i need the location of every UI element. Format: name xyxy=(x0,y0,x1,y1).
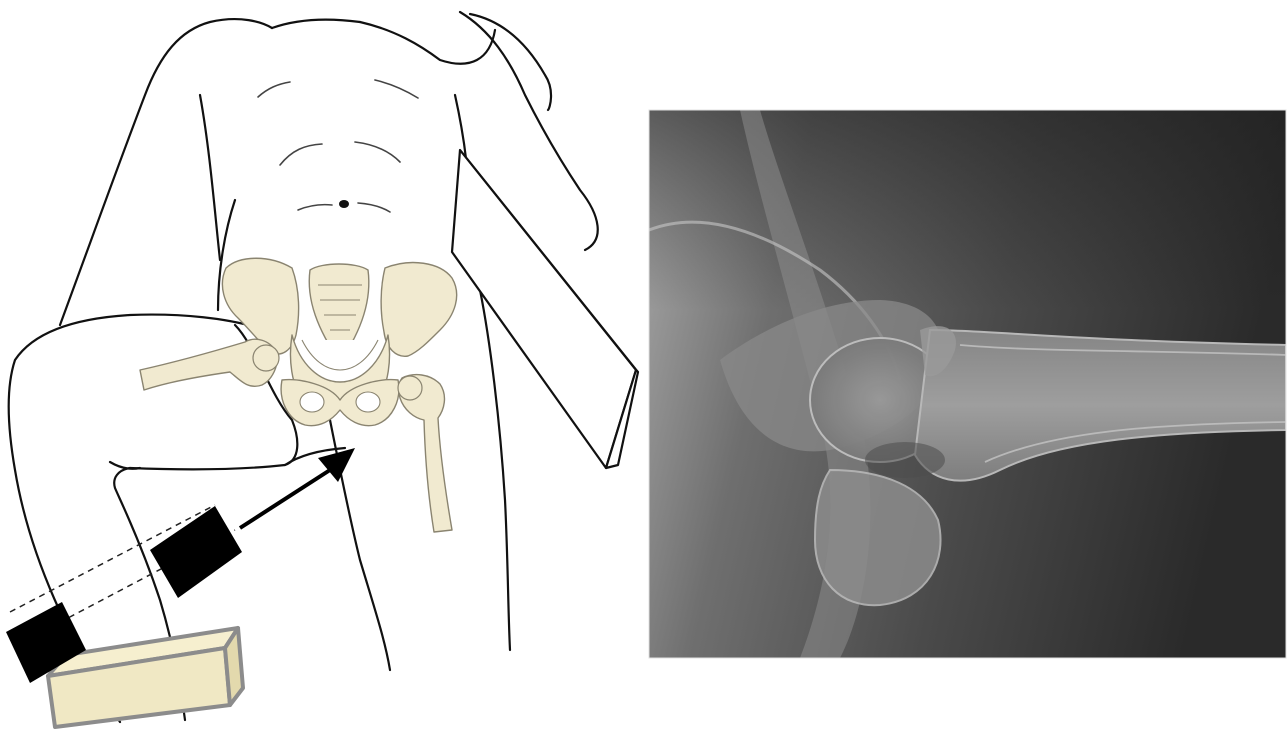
positioning-illustration xyxy=(6,12,638,727)
navel xyxy=(339,200,349,208)
xray-tube-far-end xyxy=(150,506,242,598)
image-receptor xyxy=(452,150,638,468)
central-ray-line xyxy=(240,470,330,528)
abdomen-contour-marks xyxy=(258,80,418,212)
radiograph xyxy=(649,110,1286,658)
central-ray-arrowhead xyxy=(318,448,355,482)
